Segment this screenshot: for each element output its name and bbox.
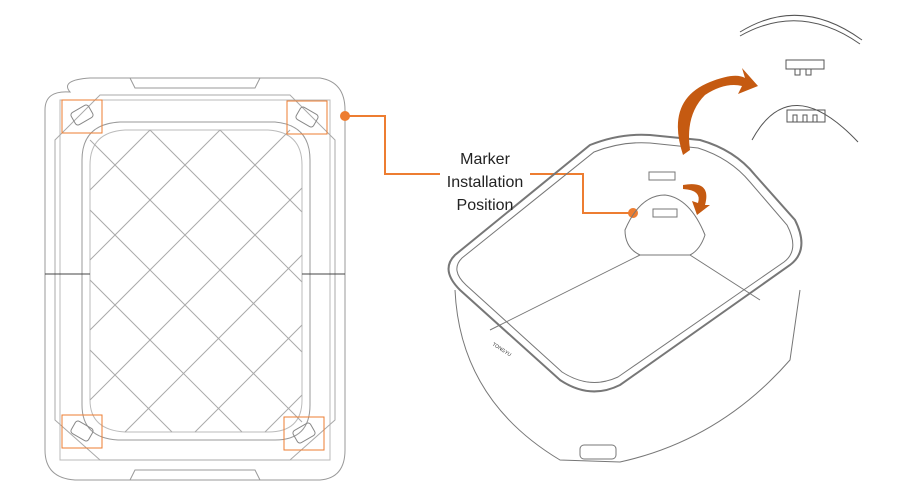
- marker-position-boxes: [61, 99, 328, 451]
- marker-box-top-right: [286, 100, 328, 135]
- basket-perspective-view: [447, 133, 803, 463]
- callout-connectors: [345, 115, 633, 214]
- basket-top-view: [44, 77, 346, 481]
- label-line-1: Marker: [460, 151, 510, 168]
- detail-inset: [739, 14, 863, 143]
- lattice-grid: [89, 129, 303, 433]
- basket-brand-text: TONGYU: [491, 342, 512, 359]
- label-line-3: Position: [456, 197, 514, 214]
- curved-arrow-large: [677, 68, 758, 155]
- callout-dot-right: [628, 208, 638, 218]
- marker-box-top-left: [61, 99, 103, 134]
- marker-box-bottom-right: [283, 416, 325, 451]
- marker-box-bottom-left: [61, 414, 103, 449]
- label-line-2: Installation: [446, 174, 524, 191]
- curved-arrow-small: [683, 184, 710, 215]
- marker-installation-label: Marker Installation Position: [420, 148, 550, 217]
- callout-dot-left: [340, 111, 350, 121]
